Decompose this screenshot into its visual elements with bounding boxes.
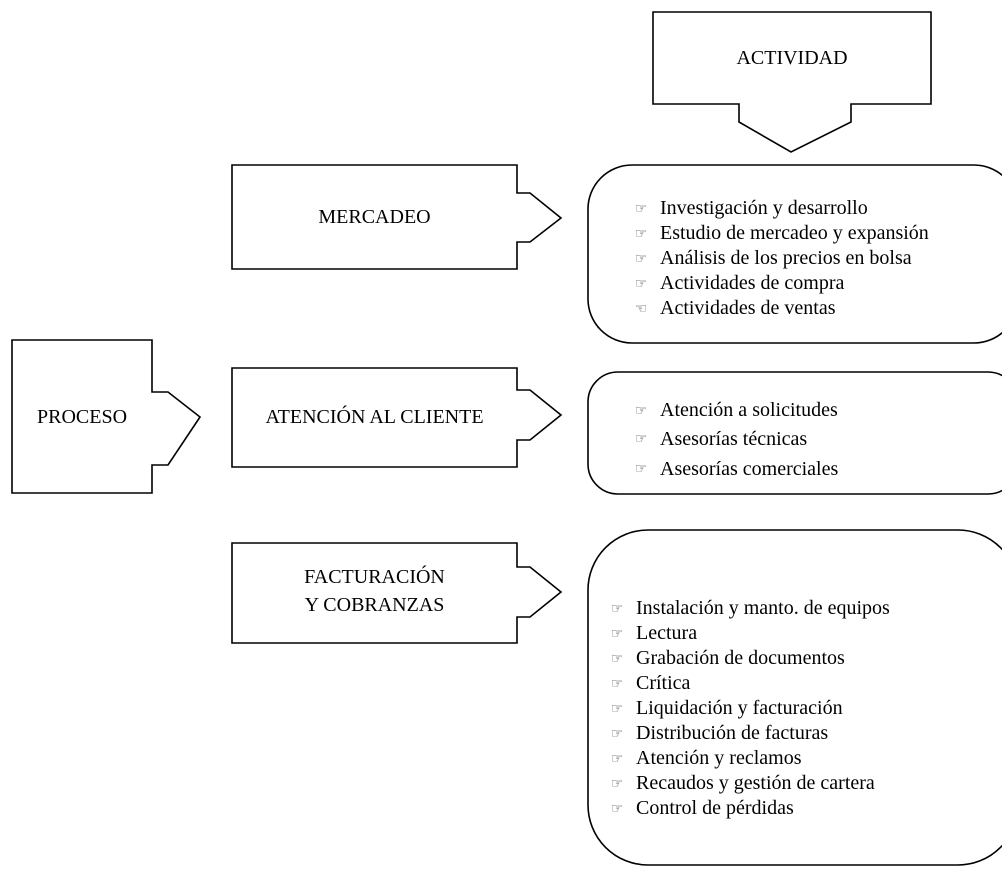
atencion-arrow [231, 367, 563, 468]
list-item: ☞ Asesorías técnicas [630, 424, 838, 454]
list-item: ☞ Recaudos y gestión de cartera [606, 771, 890, 796]
process-label: PROCESO [36, 406, 128, 428]
atencion-label: ATENCIÓN AL CLIENTE [265, 406, 484, 428]
list-item: ☞ Atención y reclamos [606, 746, 890, 771]
facturacion-label-line-2: Y COBRANZAS [304, 594, 445, 616]
list-item-label: Crítica [636, 672, 691, 694]
list-item-label: Análisis de los precios en bolsa [660, 247, 912, 269]
list-item-label: Liquidación y facturación [636, 697, 843, 719]
list-item: ☜ Actividades de ventas [630, 296, 929, 321]
list-item-label: Control de pérdidas [636, 797, 794, 819]
list-item: ☞ Actividades de compra [630, 271, 929, 296]
list-item-label: Recaudos y gestión de cartera [636, 772, 875, 794]
list-item: ☞ Lectura [606, 621, 890, 646]
list-item: ☞ Control de pérdidas [606, 796, 890, 821]
list-item: ☞ Instalación y manto. de equipos [606, 596, 890, 621]
mercadeo-arrow [231, 164, 563, 270]
hand-pointing-right-icon: ☞ [610, 750, 624, 767]
hand-pointing-left-icon: ☜ [634, 300, 648, 317]
hand-pointing-right-icon: ☞ [610, 600, 624, 617]
hand-pointing-right-icon: ☞ [610, 775, 624, 792]
list-item: ☞ Crítica [606, 671, 890, 696]
hand-pointing-right-icon: ☞ [610, 625, 624, 642]
atencion-activities-box [587, 371, 1002, 495]
facturacion-label-line-1: FACTURACIÓN [304, 566, 445, 588]
list-item: ☞ Grabación de documentos [606, 646, 890, 671]
hand-pointing-right-icon: ☞ [634, 225, 648, 242]
hand-pointing-right-icon: ☞ [634, 461, 648, 477]
list-item: ☞ Liquidación y facturación [606, 696, 890, 721]
list-item-label: Lectura [636, 622, 698, 644]
list-item-label: Atención y reclamos [636, 747, 802, 769]
activity-arrow [652, 11, 932, 153]
hand-pointing-right-icon: ☞ [634, 250, 648, 267]
facturacion-activity-list: ☞ Instalación y manto. de equipos ☞ Lectur… [606, 596, 890, 821]
hand-pointing-right-icon: ☞ [634, 200, 648, 217]
list-item: ☞ Distribución de facturas [606, 721, 890, 746]
hand-pointing-right-icon: ☞ [610, 725, 624, 742]
facturacion-activities-box [587, 529, 1002, 866]
list-item: ☞ Análisis de los precios en bolsa [630, 246, 929, 271]
list-item-label: Atención a solicitudes [660, 399, 838, 421]
list-item-label: Estudio de mercadeo y expansión [660, 222, 929, 244]
mercadeo-label: MERCADEO [318, 206, 431, 228]
list-item: ☞ Asesorías comerciales [630, 454, 839, 484]
process-arrow [11, 339, 202, 494]
list-item-label: Asesorías técnicas [660, 427, 808, 450]
hand-pointing-right-icon: ☞ [610, 700, 624, 717]
activity-label: ACTIVIDAD [736, 47, 848, 69]
list-item: ☞ Investigación y desarrollo [630, 196, 929, 221]
list-item: ☞ Atención a solicitudes [630, 397, 838, 424]
hand-pointing-right-icon: ☞ [634, 275, 648, 292]
hand-pointing-right-icon: ☞ [610, 800, 624, 817]
facturacion-arrow [231, 542, 563, 644]
list-item-label: Asesorías comerciales [660, 457, 839, 480]
list-item-label: Actividades de compra [660, 272, 845, 294]
list-item-label: Distribución de facturas [636, 722, 829, 744]
list-item: ☞ Estudio de mercadeo y expansión [630, 221, 929, 246]
list-item-label: Grabación de documentos [636, 647, 845, 669]
list-item-label: Actividades de ventas [660, 297, 836, 319]
mercadeo-activities-box [587, 164, 1002, 344]
list-item-label: Investigación y desarrollo [660, 197, 868, 219]
hand-pointing-right-icon: ☞ [610, 675, 624, 692]
hand-pointing-right-icon: ☞ [610, 650, 624, 667]
mercadeo-activity-list: ☞ Investigación y desarrollo ☞ Estudio de … [630, 196, 929, 321]
list-item-label: Instalación y manto. de equipos [636, 597, 890, 619]
hand-pointing-right-icon: ☞ [634, 431, 648, 447]
atencion-activity-list: ☞ Atención a solicitudes ☞ Asesorías técni… [630, 397, 839, 484]
hand-pointing-right-icon: ☞ [634, 402, 648, 419]
